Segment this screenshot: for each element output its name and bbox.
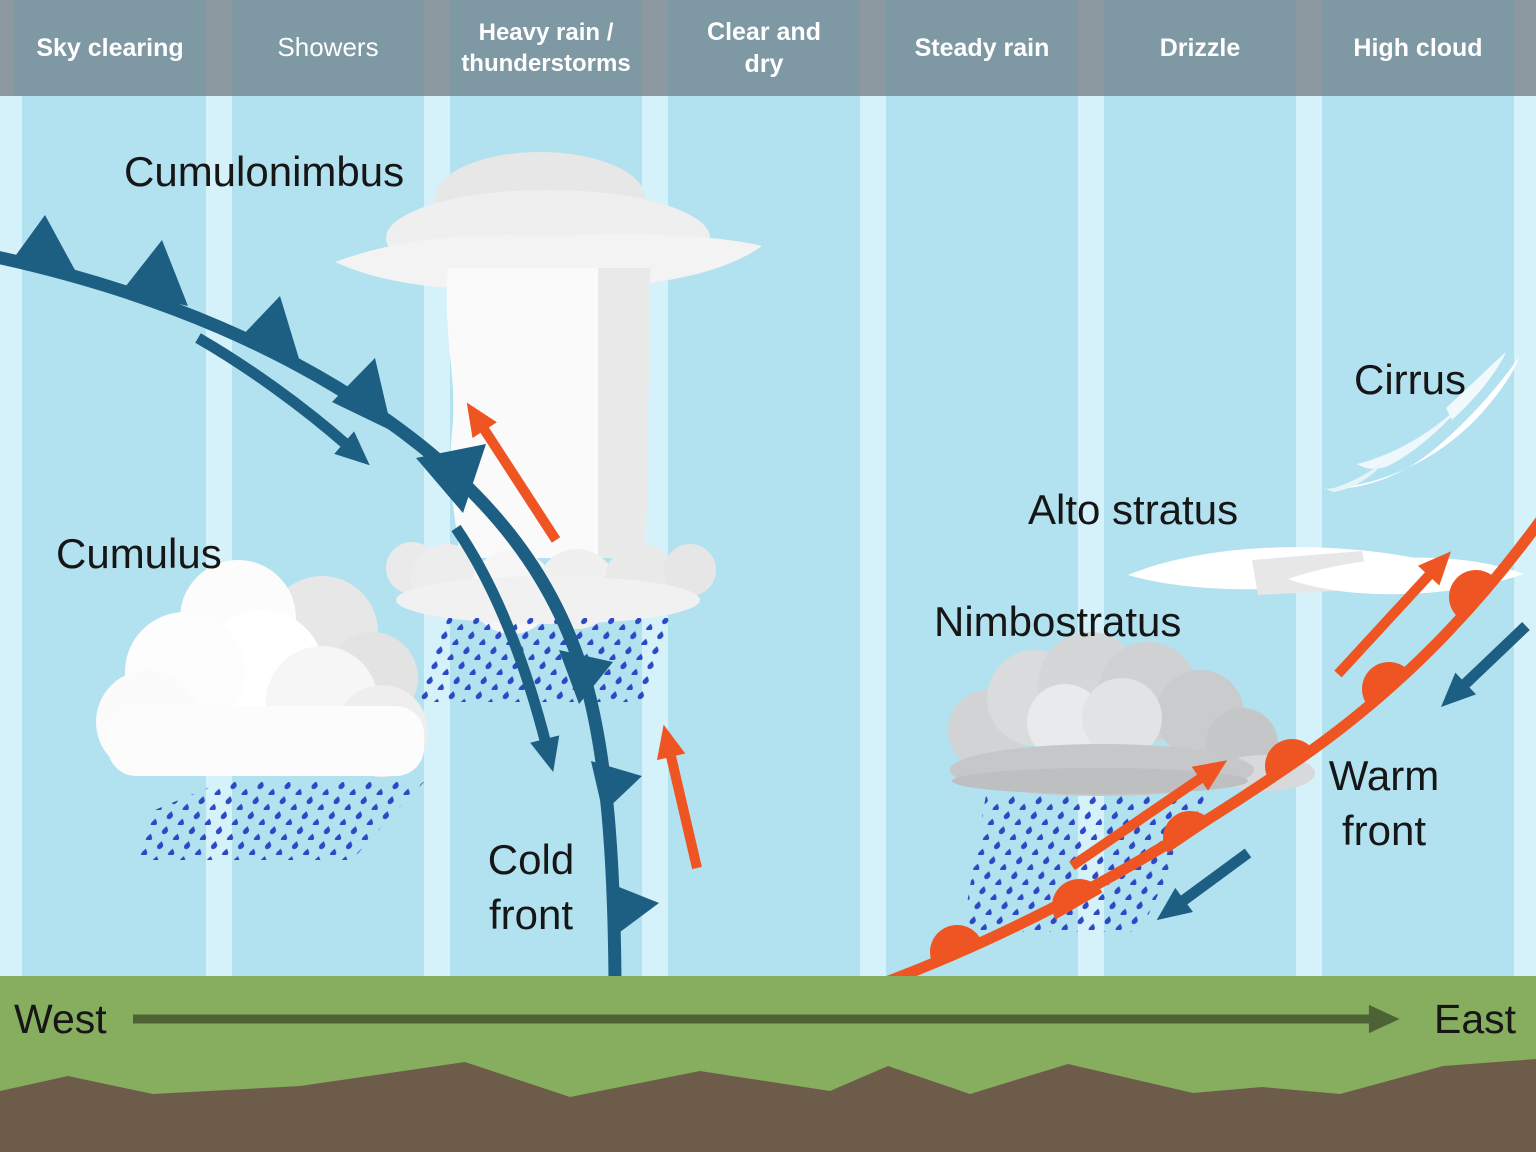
warm-front [884, 517, 1536, 988]
forecast-cell-label: Showers [277, 32, 379, 63]
sinking-air-arrow [1156, 848, 1252, 921]
cumulonimbus-cloud [335, 152, 762, 634]
cirrus-cloud [1322, 352, 1519, 492]
cold-front-triangle [8, 215, 76, 272]
label-cold-front: Cold front [487, 836, 575, 939]
cold-front-triangle [609, 883, 659, 935]
forecast-cell-label: Drizzle [1159, 33, 1241, 62]
warm-front-semicircle [930, 925, 983, 963]
rain-cumulonimbus [415, 618, 670, 702]
forecast-cell-label: Sky clearing [36, 33, 184, 62]
label-alto-stratus: Alto stratus [1028, 486, 1239, 533]
label-east: East [1434, 996, 1517, 1042]
forecast-cell-label: Clear and dry [707, 17, 821, 79]
label-west: West [14, 996, 107, 1042]
warm-front-semicircle [1449, 570, 1495, 617]
label-nimbostratus: Nimbostratus [934, 598, 1182, 645]
sky-stripe [1078, 0, 1104, 1152]
sky-stripe [0, 0, 22, 1152]
nimbostratus-cloud [948, 632, 1315, 796]
altostratus-cloud [1128, 547, 1524, 595]
cold-front-triangle [591, 761, 642, 813]
forecast-cell-steady-rain: Steady rain [886, 0, 1078, 96]
label-cumulus: Cumulus [56, 530, 222, 577]
forecast-cell-heavy-rain: Heavy rain / thunderstorms [450, 0, 642, 96]
forecast-cell-high-cloud: High cloud [1322, 0, 1514, 96]
rain-cumulus [134, 782, 424, 860]
label-cirrus: Cirrus [1354, 356, 1466, 403]
forecast-bar: Sky clearing Showers Heavy rain / thunde… [0, 0, 1536, 96]
forecast-cell-showers: Showers [232, 0, 424, 96]
rising-air-arrow [1334, 551, 1452, 678]
rising-air-arrow [656, 724, 702, 870]
cold-front-triangle [238, 296, 300, 362]
forecast-cell-clear-dry: Clear and dry [668, 0, 860, 96]
sinking-air-arrow [195, 333, 370, 466]
soil-layer [0, 1059, 1536, 1152]
forecast-cell-label: High cloud [1353, 33, 1483, 62]
cold-front-triangle [559, 650, 613, 704]
cold-front-triangle [332, 358, 392, 431]
warm-front-semicircle [1265, 739, 1314, 783]
forecast-cell-label: Heavy rain / thunderstorms [461, 18, 631, 77]
forecast-cell-sky-clearing: Sky clearing [14, 0, 206, 96]
warm-front-semicircle [1362, 662, 1410, 708]
rising-air-arrow [1069, 760, 1228, 871]
label-cumulonimbus: Cumulonimbus [124, 148, 405, 195]
cumulus-cloud [96, 560, 428, 777]
sinking-air-arrow [451, 524, 560, 773]
label-warm-front: Warm front [1328, 752, 1440, 855]
rising-air-arrow [466, 402, 561, 543]
cold-front [0, 215, 659, 983]
warm-front-semicircle [1163, 811, 1213, 854]
cold-front-triangle [416, 444, 486, 513]
forecast-cell-label: Steady rain [914, 33, 1050, 62]
sinking-air-arrow [1441, 622, 1530, 707]
sky-stripe [860, 0, 886, 1152]
sky-stripe [1514, 0, 1536, 1152]
warm-front-semicircle [1052, 879, 1103, 920]
forecast-cell-drizzle: Drizzle [1104, 0, 1296, 96]
cold-front-triangle [122, 240, 188, 306]
ground [0, 976, 1536, 1152]
